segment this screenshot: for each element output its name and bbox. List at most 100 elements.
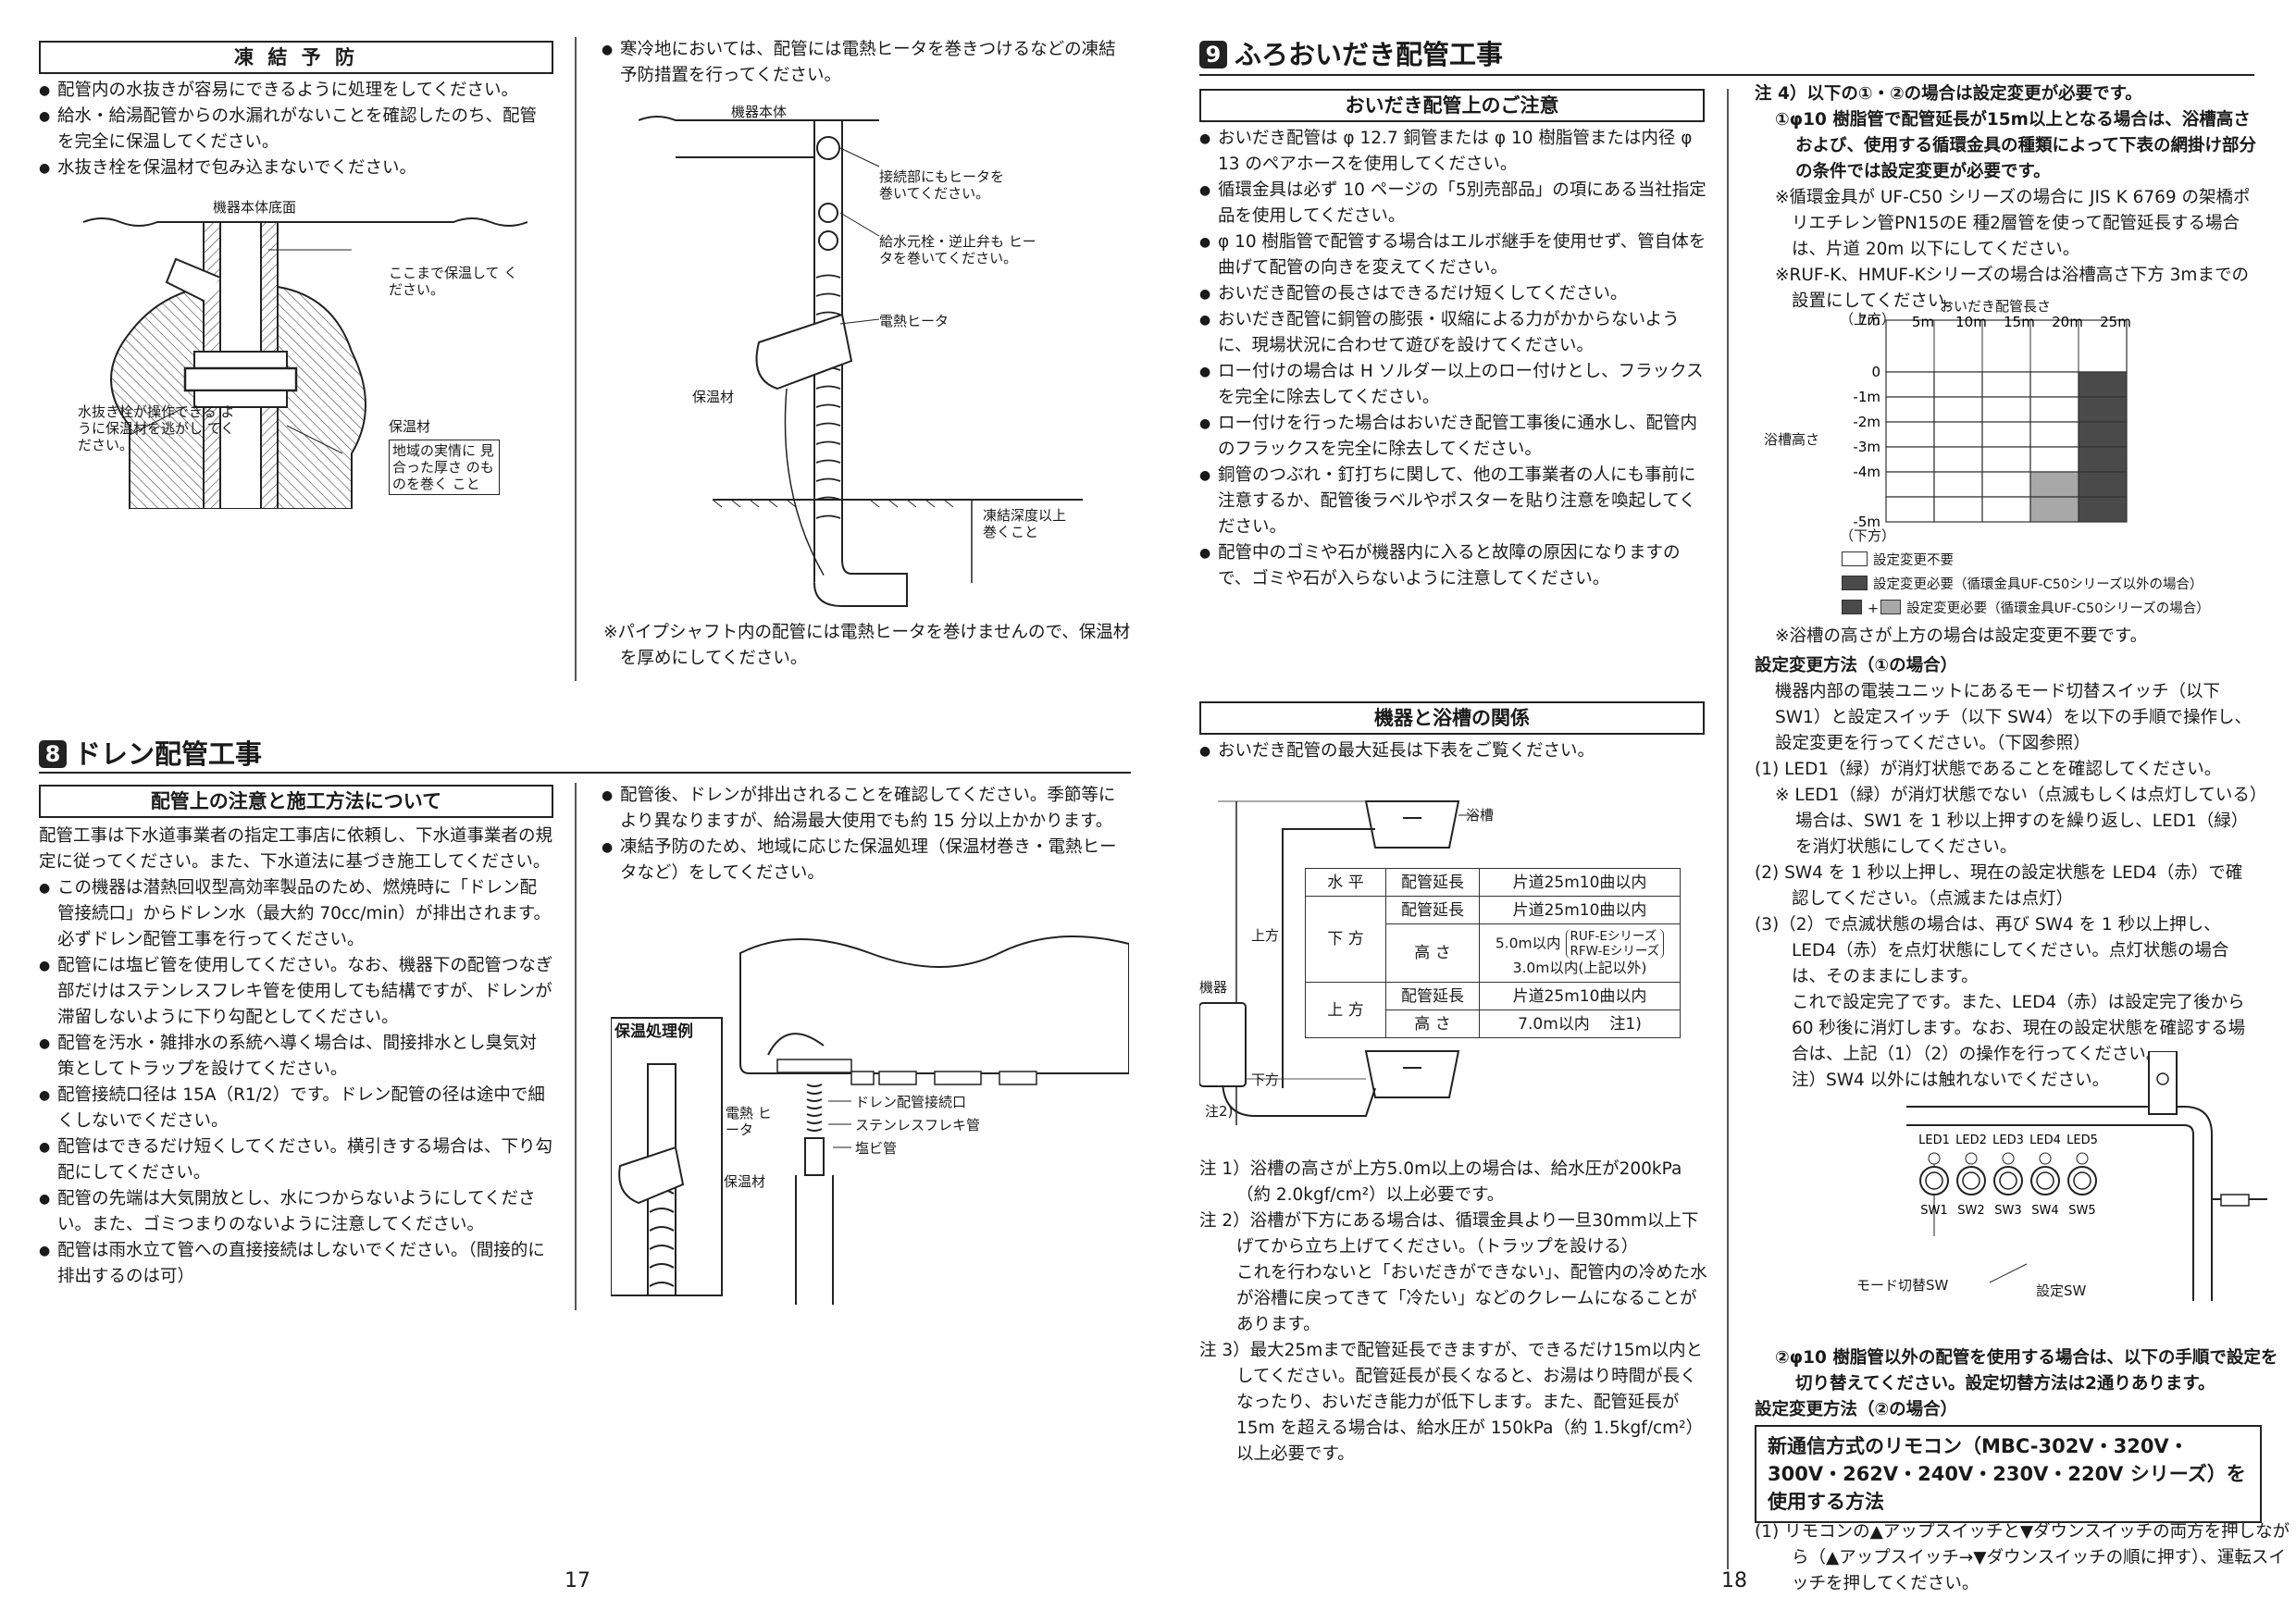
body-bottom-label: 機器本体底面 <box>213 199 297 216</box>
grid-cell <box>1933 496 1983 523</box>
x-tick-label: 20m <box>2052 315 2083 330</box>
x-tick-label: 10m <box>1955 315 1987 330</box>
method1-step2: (2) SW4 を 1 秒以上押し、現在の設定状態を LED4（赤）で確認してく… <box>1755 863 2243 909</box>
switch-label: SW2 <box>1957 1204 1984 1218</box>
column-divider-3 <box>1727 89 1729 1569</box>
bath-title-rule <box>1199 74 2254 76</box>
legend-label: 設定変更必要（循環金具UF-C50シリーズの場合） <box>1906 601 2210 616</box>
grid-cell <box>2029 371 2079 398</box>
table-cell: 片道25m10曲以内 <box>1479 982 1681 1010</box>
grid-cell <box>2078 471 2128 498</box>
grid-cell <box>1981 421 2031 448</box>
valve-heater-label: 給水元栓・逆止弁も ヒータを巻いてください。 <box>879 233 1036 266</box>
bath-bullets: おいだき配管は φ 12.7 銅管または φ 10 樹脂管または内径 φ 13 … <box>1199 126 1706 592</box>
joint-heater-label: 接続部にもヒータを 巻いてください。 <box>879 168 1005 202</box>
insulation-note-label: 地域の実情に 見合った厚さ のものを巻く こと <box>389 440 500 495</box>
relation-intro: おいだき配管の最大延長は下表をご覧ください。 <box>1199 738 1706 764</box>
grid-cell <box>2078 421 2128 448</box>
drain-insulation-label: 保温材 <box>724 1173 766 1190</box>
led-indicator <box>1965 1152 1978 1165</box>
x-tick-label: 25m <box>2100 315 2131 330</box>
grid-cell <box>2078 371 2128 398</box>
switch-label: SW4 <box>2031 1204 2058 1218</box>
item2-text: ②φ10 樹脂管以外の配管を使用する場合は、以下の手順で設定を切り替えてください… <box>1775 1348 2278 1394</box>
grid-cell <box>1933 421 1983 448</box>
method1-step1: (1) LED1（緑）が消灯状態であることを確認してください。 <box>1755 760 2222 779</box>
legend-item: 設定変更必要（循環金具UF-C50シリーズ以外の場合） <box>1842 576 2267 594</box>
list-item: 寒冷地においては、配管には電熱ヒータを巻きつけるなどの凍結予防措置を行ってくださ… <box>602 37 1120 89</box>
grid-upper-region <box>1885 319 2128 373</box>
led-label: LED1 <box>1918 1134 1950 1147</box>
grid-cell <box>1981 471 2031 498</box>
led-indicator <box>2076 1152 2089 1165</box>
column-divider <box>575 37 577 681</box>
insulation-label-2: 保温材 <box>692 389 735 405</box>
drain-outlet-label: ドレン配管接続口 <box>855 1094 967 1110</box>
table-cell: 高 さ <box>1385 1010 1480 1038</box>
list-item: φ 10 樹脂管で配管する場合はエルボ継手を使用せず、管自体を曲げて配管の向きを… <box>1199 229 1706 281</box>
list-item: 循環金具は必ず 10 ページの「5別売部品」の項にある当社指定品を使用してくださ… <box>1199 178 1706 229</box>
led-indicator <box>2039 1152 2052 1165</box>
table-cell: 配管延長 <box>1385 896 1480 924</box>
legend-swatch-white <box>1842 551 1868 566</box>
list-item: ロー付けの場合は H ソルダー以上のロー付けとし、フラックスを完全に除去してくだ… <box>1199 359 1706 411</box>
list-item: 配管は雨水立て管への直接接続はしないでください。（間接的に排出するのは可） <box>39 1238 553 1290</box>
y-tick-label: -4m <box>1853 464 1880 480</box>
switch-label: SW5 <box>2068 1204 2095 1218</box>
relation-table: 水 平 配管延長 片道25m10曲以内 下 方 配管延長 片道25m10曲以内 … <box>1305 868 1681 1038</box>
grid-down-label: （下方） <box>1840 527 1896 544</box>
x-tick-label: 5m <box>1912 315 1934 330</box>
table-cell: 配管延長 <box>1385 982 1480 1010</box>
above-label: 上方 <box>1251 927 1280 944</box>
series-2: RFW-Eシリーズ <box>1570 944 1660 959</box>
page-number-17: 17 <box>565 1569 590 1592</box>
y-tick-label: -3m <box>1853 439 1880 455</box>
table-cell: 高 さ <box>1385 923 1480 983</box>
method1-block: 設定変更方法（①の場合） 機器内部の電装ユニットにあるモード切替スイッチ（以下 … <box>1755 653 2259 1094</box>
list-item: ロー付けを行った場合はおいだき配管工事後に通水し、配管内のフラックスを完全に除去… <box>1199 411 1706 463</box>
cold-region-bullet: 寒冷地においては、配管には電熱ヒータを巻きつけるなどの凍結予防措置を行ってくださ… <box>602 37 1120 89</box>
grid-cell <box>1933 396 1983 423</box>
list-item: おいだき配管の最大延長は下表をご覧ください。 <box>1199 738 1706 764</box>
grid-cell <box>1885 421 1935 448</box>
list-item: 凍結予防のため、地域に応じた保温処理（保温材巻き・電熱ヒータなど）をしてください… <box>602 835 1120 886</box>
list-item: 配管後、ドレンが排出されることを確認してください。季節等により異なりますが、給湯… <box>602 783 1120 835</box>
legend-item: +設定変更必要（循環金具UF-C50シリーズの場合） <box>1842 600 2267 618</box>
column-divider-2 <box>575 783 577 1310</box>
drain-left-column: 配管工事は下水道事業者の指定工事店に依頼し、下水道事業者の規定に従ってください。… <box>39 824 553 1290</box>
drain-plug-diagram <box>82 217 528 509</box>
grid-title: おいだき配管長さ <box>1940 298 2052 315</box>
freeze-depth-label: 凍結深度以上 巻くこと <box>983 507 1067 540</box>
list-item: 給水・給湯配管からの水漏れがないことを確認したのち、配管を完全に保温してください… <box>39 104 553 155</box>
grid-cell <box>1885 471 1935 498</box>
relation-notes: 注 1）浴槽の高さが上方5.0m以上の場合は、給水圧が200kPa（約 2.0k… <box>1199 1157 1708 1468</box>
y-tick-label: 0 <box>1871 364 1880 380</box>
below-label: 下方 <box>1251 1072 1280 1088</box>
note4-item1: ①φ10 樹脂管で配管延長が15m以上となる場合は、浴槽高さおよび、使用する循環… <box>1775 110 2257 181</box>
grid-cell <box>1981 446 2031 473</box>
table-row: 下 方 配管延長 片道25m10曲以内 <box>1305 896 1681 983</box>
grid-up-label: （上方） <box>1840 311 1896 328</box>
switch-inner <box>2036 1171 2054 1190</box>
led-label: LED4 <box>2029 1134 2061 1147</box>
upper-note: ※浴槽の高さが上方の場合は設定変更不要です。 <box>1775 626 2148 646</box>
grid-cell <box>1981 496 2031 523</box>
led-indicator <box>2002 1152 2015 1165</box>
grid-cell <box>1885 496 1935 523</box>
device-label: 機器 <box>1199 979 1228 996</box>
freeze-title: 凍 結 予 防 <box>39 41 553 74</box>
note4-title: 注 4）以下の①・②の場合は設定変更が必要です。 <box>1755 84 2142 104</box>
table-cell: 下 方 <box>1305 896 1386 983</box>
drain-subtitle: 配管上の注意と施工方法について <box>39 785 553 818</box>
table-row: 水 平 配管延長 片道25m10曲以内 <box>1305 868 1681 897</box>
grid-cell <box>2029 471 2079 498</box>
grid-cell <box>1933 371 1983 398</box>
insulate-here-label: ここまで保温して ください。 <box>389 265 518 298</box>
grid-cell <box>2029 421 2079 448</box>
switch-inner <box>2073 1171 2091 1190</box>
switch-inner <box>1962 1171 1980 1190</box>
grid-legend: 設定変更不要 設定変更必要（循環金具UF-C50シリーズ以外の場合） +設定変更… <box>1842 551 2267 618</box>
drain-title-text: ドレン配管工事 <box>74 738 263 770</box>
